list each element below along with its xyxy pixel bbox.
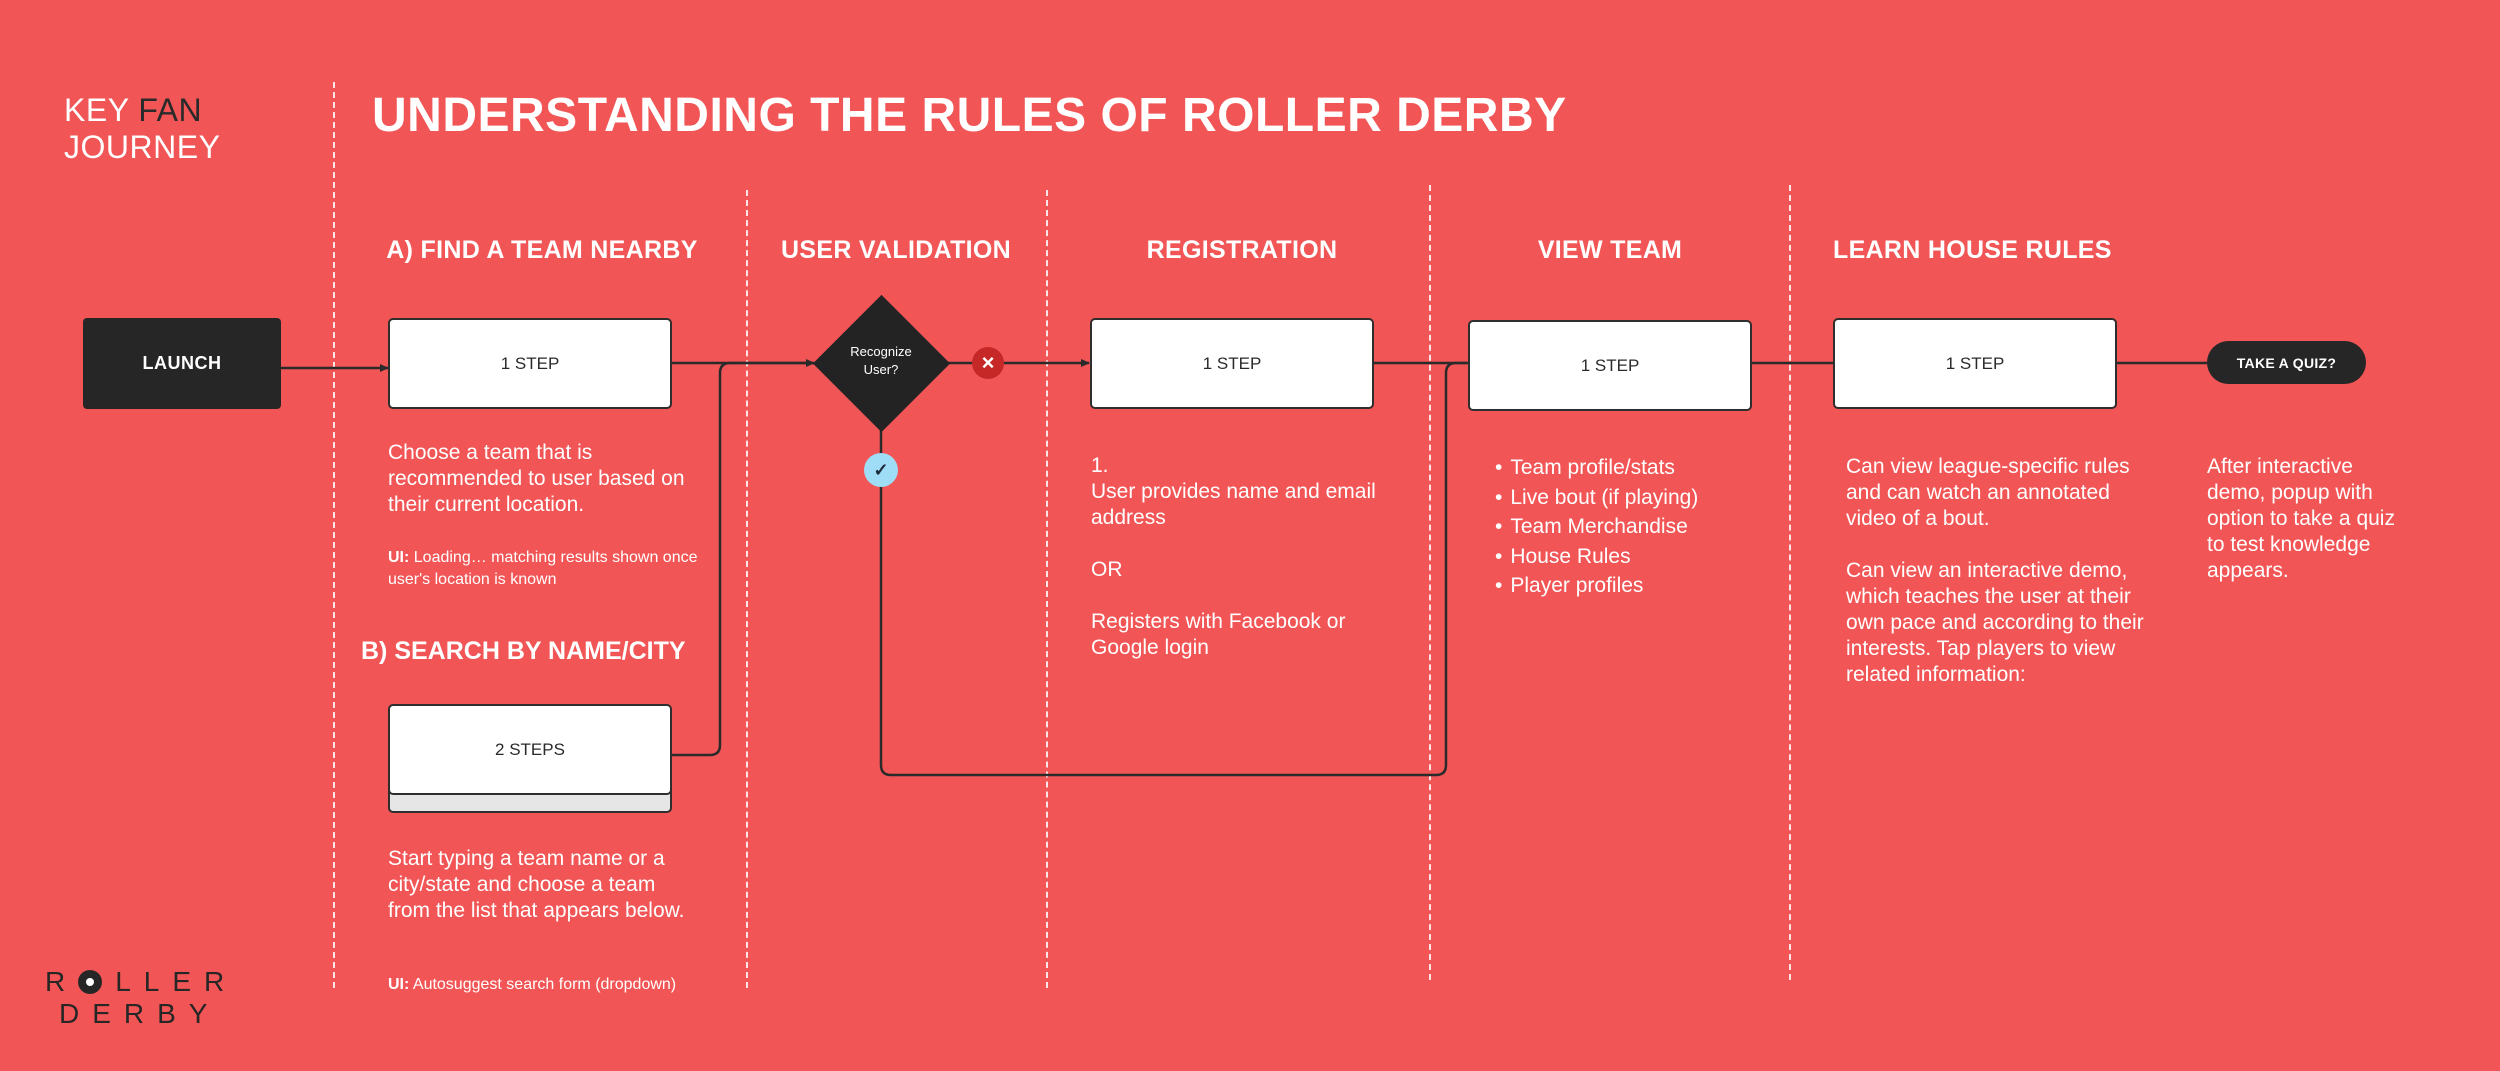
list-item: Team Merchandise: [1495, 512, 1735, 542]
take-quiz-label: TAKE A QUIZ?: [2236, 354, 2337, 371]
quiz-description: After interactive demo, popup with optio…: [2207, 455, 2395, 582]
search-title: B) SEARCH BY NAME/CITY: [361, 637, 686, 665]
key-fan-journey-label: KEY FAN JOURNEY: [64, 92, 220, 166]
search-step-box: 2 STEPS: [388, 704, 672, 795]
learn-rules-description-1: Can view league-specific rules and can w…: [1846, 455, 2130, 530]
registration-step-box: 1 STEP: [1090, 318, 1374, 409]
list-item: Player profiles: [1495, 571, 1735, 601]
list-item: House Rules: [1495, 542, 1735, 572]
launch-label: LAUNCH: [142, 353, 222, 373]
kfj-key: KEY: [64, 92, 129, 128]
registration-description: 1. User provides name and email address …: [1091, 453, 1401, 661]
registration-step-label: 1 STEP: [1202, 353, 1262, 373]
divider-1: [746, 190, 748, 988]
page-title: UNDERSTANDING THE RULES OF ROLLER DERBY: [372, 89, 1567, 142]
search-ui-label: UI:: [388, 976, 410, 993]
find-team-step-box: 1 STEP: [388, 318, 672, 409]
find-team-title: A) FIND A TEAM NEARBY: [386, 236, 698, 264]
find-team-step-label: 1 STEP: [500, 353, 560, 373]
reject-icon: ×: [972, 347, 1004, 379]
find-team-ui-text: Loading… matching results shown once use…: [388, 549, 698, 588]
accept-icon: ✓: [864, 453, 898, 487]
view-team-title: VIEW TEAM: [1537, 236, 1683, 264]
learn-rules-step-box: 1 STEP: [1833, 318, 2117, 409]
kfj-journey: JOURNEY: [64, 129, 221, 165]
accept-glyph: ✓: [873, 459, 889, 480]
list-item: Team profile/stats: [1495, 453, 1735, 483]
list-item: Live bout (if playing): [1495, 483, 1735, 513]
view-team-step-label: 1 STEP: [1580, 355, 1640, 375]
launch-node: LAUNCH: [83, 318, 281, 409]
divider-4: [1789, 185, 1791, 980]
learn-rules-title: LEARN HOUSE RULES: [1833, 236, 2112, 264]
validation-title: USER VALIDATION: [781, 236, 1011, 264]
reject-glyph: ×: [981, 350, 995, 375]
registration-or: OR: [1091, 558, 1123, 581]
search-description: Start typing a team name or a city/state…: [388, 847, 685, 922]
find-team-ui-label: UI:: [388, 549, 410, 566]
logo-letter-r: R: [45, 966, 79, 997]
logo-line-2: DERBY: [59, 998, 221, 1029]
connector-accept-view: [879, 361, 1468, 777]
registration-title: REGISTRATION: [1146, 236, 1338, 264]
take-quiz-button[interactable]: TAKE A QUIZ?: [2207, 341, 2366, 384]
search-step-label: 2 STEPS: [495, 739, 565, 759]
kfj-fan: FAN: [138, 92, 203, 128]
registration-option-2: Registers with Facebook or Google login: [1091, 610, 1346, 659]
search-ui-text: Autosuggest search form (dropdown): [412, 976, 677, 993]
registration-option-1: User provides name and email address: [1091, 480, 1376, 529]
logo-letters-ller: LLER: [115, 966, 238, 997]
view-team-list: Team profile/stats Live bout (if playing…: [1495, 453, 1735, 601]
logo-line-1: R LLER: [45, 966, 237, 998]
learn-rules-step-label: 1 STEP: [1945, 353, 2005, 373]
decision-label: Recognize User?: [850, 344, 912, 377]
divider-2: [1046, 190, 1048, 988]
registration-number: 1.: [1091, 454, 1109, 477]
search-ui-note: UI: Autosuggest search form (dropdown): [388, 974, 728, 996]
view-team-step-box: 1 STEP: [1468, 320, 1752, 411]
find-team-description: Choose a team that is recommended to use…: [388, 441, 685, 516]
learn-rules-description-2: Can view an interactive demo, which teac…: [1846, 559, 2144, 686]
roller-derby-logo: R LLER DERBY: [45, 966, 237, 1030]
divider-header: [333, 82, 335, 988]
wheel-icon: [78, 970, 103, 994]
divider-3: [1429, 185, 1431, 980]
connector-search-decision: [672, 361, 814, 757]
find-team-ui-note: UI: Loading… matching results shown once…: [388, 547, 708, 591]
